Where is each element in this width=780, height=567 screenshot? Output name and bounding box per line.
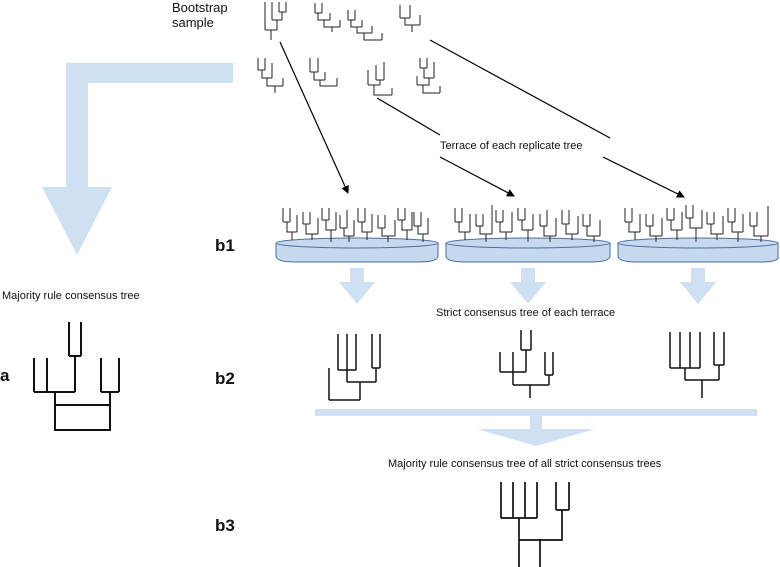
panel-label-b3: b3 xyxy=(215,516,235,535)
merge-arrow-head xyxy=(477,429,595,446)
terrace-label: Terrace of each replicate tree xyxy=(440,140,583,152)
strict-tree-2 xyxy=(499,330,554,398)
terrace-trees xyxy=(282,205,769,242)
bootstrap-trees xyxy=(257,2,441,96)
terrace-platforms xyxy=(275,237,779,263)
majority-rule-all-label: Majority rule consensus tree of all stri… xyxy=(388,458,662,470)
strict-down-arrows xyxy=(339,268,716,304)
down-arrow-3 xyxy=(680,268,716,304)
down-arrow-1 xyxy=(339,268,375,304)
strict-consensus-label: Strict consensus tree of each terrace xyxy=(436,307,616,319)
majority-tree-a xyxy=(33,322,120,431)
majority-rule-label-left: Majority rule consensus tree xyxy=(2,290,140,302)
terrace-arrows xyxy=(279,39,685,198)
merge-arrow xyxy=(315,409,757,446)
panel-label-b2: b2 xyxy=(215,369,235,388)
strict-consensus-trees xyxy=(328,330,725,401)
panel-label-a: a xyxy=(0,366,10,385)
bootstrap-sample-label: Bootstrap sample xyxy=(172,0,228,30)
bootstrap-to-majority-arrow xyxy=(42,63,233,255)
strict-tree-3 xyxy=(669,332,725,398)
panel-label-b1: b1 xyxy=(215,236,235,255)
final-majority-tree xyxy=(500,482,570,567)
merge-bar xyxy=(315,409,757,416)
down-arrow-2 xyxy=(510,268,546,304)
strict-tree-1 xyxy=(328,334,381,401)
